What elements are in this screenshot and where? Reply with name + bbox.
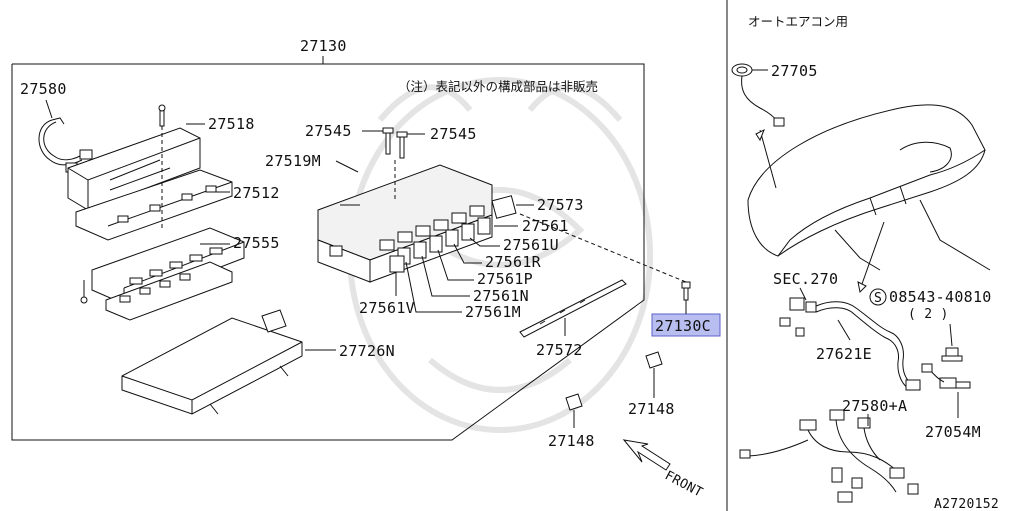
sensor-27054M (921, 363, 971, 389)
screws-27545 (382, 127, 408, 159)
standard-part-letter: S (874, 291, 882, 306)
bracket-27512 (75, 126, 233, 241)
part-label-27054M: 27054M (925, 423, 981, 441)
part-label-27130: 27130 (300, 37, 347, 55)
part-label-27512: 27512 (233, 184, 280, 202)
push-buttons-27561 (389, 217, 491, 273)
bolt-08543-40810 (941, 347, 963, 362)
part-label-27518: 27518 (208, 115, 255, 133)
part-label-27561N: 27561N (473, 287, 529, 305)
part-label-27561P: 27561P (477, 270, 533, 288)
part-label-27555: 27555 (233, 234, 280, 252)
part-label-27573: 27573 (537, 196, 584, 214)
part-label-27572: 27572 (536, 341, 583, 359)
label-strip-27572 (519, 279, 627, 338)
part-label-27705: 27705 (771, 62, 818, 80)
harness-27580A (739, 409, 919, 503)
part-label-27545-left: 27545 (305, 122, 352, 140)
part-label-27561U: 27561U (503, 236, 559, 254)
note-not-sold: （注）表記以外の構成部品は非販売 (398, 79, 598, 94)
part-label-27130C[interactable]: 27130C (655, 317, 711, 335)
part-label-27561V: 27561V (359, 299, 415, 317)
standard-part-symbol (869, 288, 887, 306)
part-label-27561: 27561 (522, 217, 569, 235)
part-label-08543-40810: 08543-40810 (889, 288, 992, 306)
part-label-27726N: 27726N (339, 342, 395, 360)
switch-frame-27555 (80, 227, 245, 305)
harness-27621E (779, 297, 921, 391)
assembly-frame (11, 56, 645, 441)
part-label-27580A: 27580+A (842, 397, 907, 415)
front-direction-arrow (622, 439, 671, 471)
part-label-27561M: 27561M (465, 303, 521, 321)
part-quantity-2: ( 2 ) (908, 307, 949, 322)
tray-27726N (121, 309, 303, 415)
screw-27130C (681, 281, 691, 301)
part-label-27148-left: 27148 (548, 432, 595, 450)
knob-27573 (491, 195, 517, 219)
diagram-code: A2720152 (934, 497, 999, 511)
control-unit-27518 (67, 104, 201, 211)
dashboard-outline (747, 104, 991, 271)
part-label-27621E: 27621E (816, 345, 872, 363)
button-base (105, 261, 233, 321)
front-label: FRONT (662, 468, 705, 500)
part-label-27561R: 27561R (485, 253, 542, 271)
right-panel-title: オートエアコン用 (748, 14, 848, 29)
sensor-27705 (731, 63, 785, 127)
part-label-27580: 27580 (20, 80, 67, 98)
part-label-27148-right: 27148 (628, 400, 675, 418)
clip-27148-left (565, 393, 583, 411)
part-label-27519M: 27519M (265, 152, 321, 170)
section-ref-270: SEC.270 (773, 270, 838, 288)
part-label-27545-right: 27545 (430, 125, 477, 143)
clip-27148-right (645, 351, 663, 369)
